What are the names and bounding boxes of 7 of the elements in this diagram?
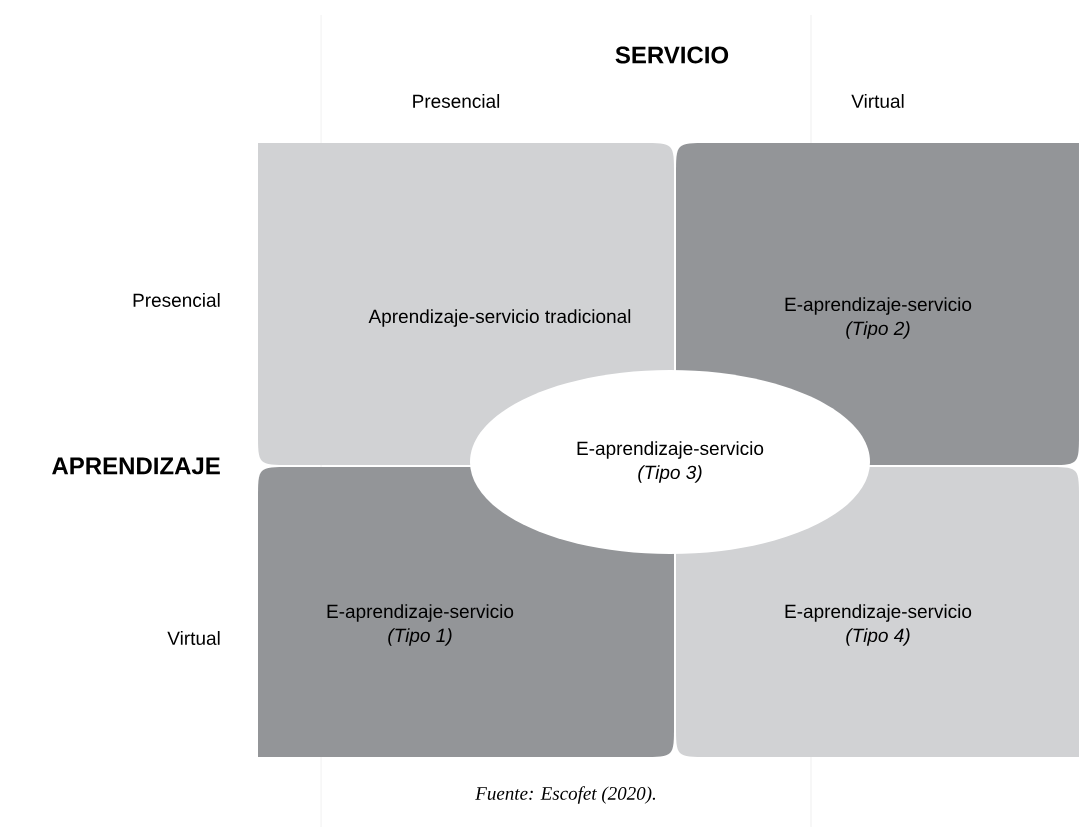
axis-label: Virtual <box>851 94 904 108</box>
axis-label: Presencial <box>133 293 220 307</box>
axis-heading: SERVICIO <box>615 46 729 64</box>
axis-label: Presencial <box>413 94 500 108</box>
axis-heading: APRENDIZAJE <box>52 457 220 475</box>
axis-label: Virtual <box>167 631 220 645</box>
caption: Fuente: Escofet (2020). <box>475 786 656 804</box>
